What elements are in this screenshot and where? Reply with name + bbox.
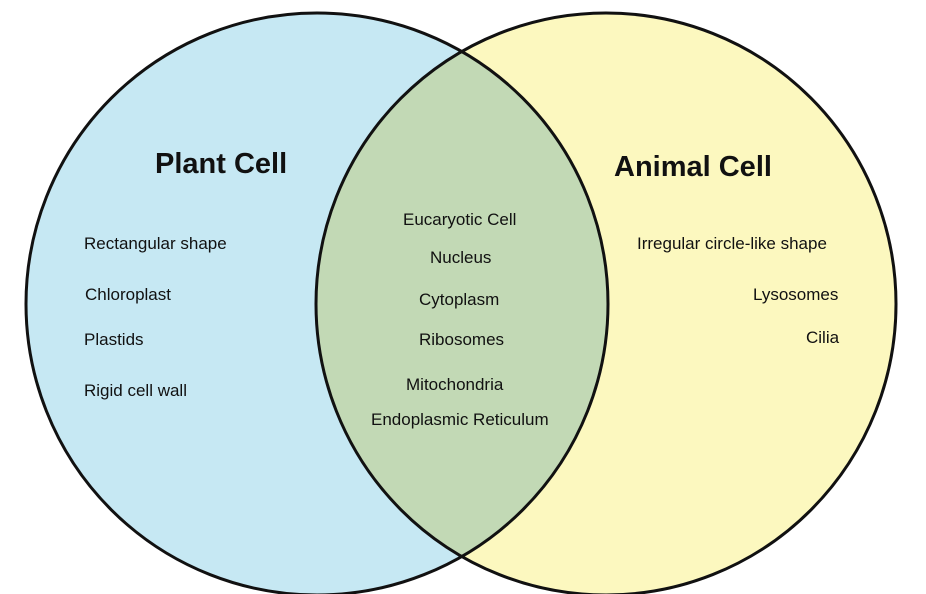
plant-item-rigid-cell-wall: Rigid cell wall: [84, 381, 187, 400]
shared-overlap-region: [316, 13, 608, 594]
animal-cell-outline: [314, 11, 898, 594]
shared-item-nucleus: Nucleus: [430, 248, 491, 267]
shared-item-cytoplasm: Cytoplasm: [419, 290, 499, 309]
animal-cell-title: Animal Cell: [614, 151, 772, 183]
shared-item-eucaryotic-cell: Eucaryotic Cell: [403, 210, 516, 229]
plant-item-rectangular-shape: Rectangular shape: [84, 234, 227, 253]
plant-cell-title: Plant Cell: [155, 148, 287, 180]
shared-item-ribosomes: Ribosomes: [419, 330, 504, 349]
shared-item-mitochondria: Mitochondria: [406, 375, 504, 394]
shared-item-endoplasmic-reticulum: Endoplasmic Reticulum: [371, 410, 549, 429]
plant-item-plastids: Plastids: [84, 330, 144, 349]
animal-item-lysosomes: Lysosomes: [753, 285, 838, 304]
plant-item-chloroplast: Chloroplast: [85, 285, 171, 304]
animal-item-irregular-shape: Irregular circle-like shape: [637, 234, 827, 253]
plant-cell-outline: [24, 11, 610, 594]
animal-item-cilia: Cilia: [806, 328, 840, 347]
